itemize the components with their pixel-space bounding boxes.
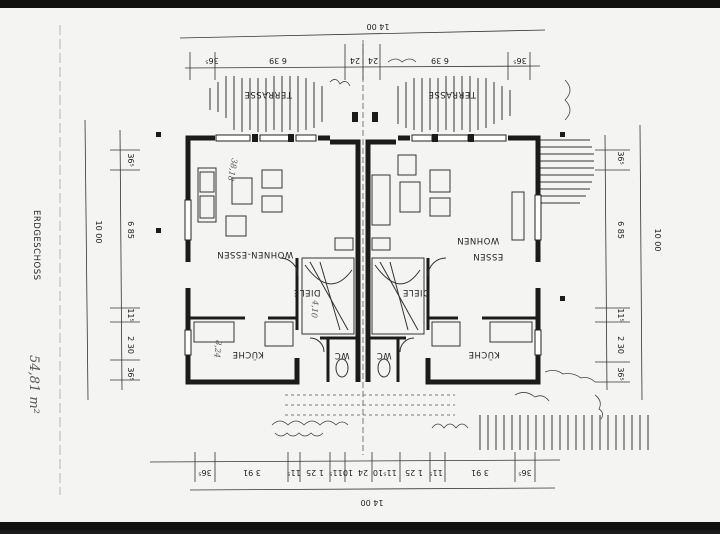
dim-bottom-125: 1 25 bbox=[306, 468, 324, 477]
dim-top-total: 14 00 bbox=[367, 22, 390, 31]
dim-bottom-24: 24 bbox=[358, 468, 368, 477]
dim-left-365: 36⁵ bbox=[126, 153, 135, 166]
dim-bottom-10a: 10 bbox=[343, 468, 353, 477]
label-living-right-2: WOHNEN bbox=[457, 235, 500, 245]
floor-label: ERDGESCHOSS bbox=[31, 210, 41, 280]
area-note: 54,81 m² bbox=[26, 355, 41, 414]
dim-bottom-10b: 10 bbox=[373, 468, 383, 477]
dim-left-685: 6 85 bbox=[126, 221, 135, 239]
label-kitchen-left: KÜCHE bbox=[232, 349, 264, 360]
dim-top-24: 24 bbox=[350, 56, 360, 65]
dim-bottom-115a: 11⁵ bbox=[287, 468, 300, 477]
dim-bottom-36-left: 36⁵ bbox=[198, 468, 211, 477]
note-area-hall: 4,10 bbox=[309, 299, 320, 319]
dim-top-36-left: 36⁵ bbox=[205, 56, 218, 65]
dim-left-total: 10 00 bbox=[94, 221, 103, 244]
terrace-hatching bbox=[209, 76, 511, 132]
dim-bottom-115c: 11⁵ bbox=[383, 468, 396, 477]
dim-left-365b: 36⁵ bbox=[126, 367, 135, 380]
exterior-walls bbox=[185, 135, 541, 385]
bottom-dark-edge bbox=[0, 522, 720, 530]
label-living-left: WOHNEN-ESSEN bbox=[217, 249, 294, 259]
label-terrace-right: TERRASSE bbox=[428, 89, 477, 99]
label-wc-left: WC bbox=[334, 350, 349, 360]
dim-bottom-115b: 11⁵ bbox=[329, 468, 342, 477]
dim-top-24b: 24 bbox=[368, 56, 378, 65]
dim-top-639-left: 6 39 bbox=[269, 56, 287, 65]
interior-walls bbox=[188, 258, 538, 382]
handwritten-notes: 38,18 8,24 4,10 bbox=[212, 158, 320, 359]
dim-bottom-36-right: 36⁵ bbox=[518, 468, 531, 477]
windows bbox=[184, 134, 542, 356]
dim-left-115: 11⁵ bbox=[126, 308, 135, 321]
note-area-living: 38,18 bbox=[226, 158, 239, 182]
dim-bottom-391-right: 3 91 bbox=[471, 468, 489, 477]
dimension-labels: 14 00 36⁵ 6 39 24 24 6 39 36⁵ 36⁵ 3 91 1… bbox=[94, 22, 662, 507]
dim-right-365: 36⁵ bbox=[616, 151, 625, 164]
label-kitchen-right: KÜCHE bbox=[468, 349, 500, 360]
dim-right-total: 10 00 bbox=[653, 229, 662, 252]
dim-left-230: 2 30 bbox=[126, 336, 135, 354]
dim-top-639-right: 6 39 bbox=[431, 56, 449, 65]
dim-top-36-right: 36⁵ bbox=[513, 56, 526, 65]
dim-right-115: 11⁵ bbox=[616, 308, 625, 321]
note-area-kitchen: 8,24 bbox=[212, 340, 223, 359]
pillars bbox=[156, 112, 565, 301]
dim-right-230: 2 30 bbox=[616, 336, 625, 354]
dim-bottom-391-left: 3 91 bbox=[243, 468, 261, 477]
furniture bbox=[193, 154, 533, 378]
entrance-hatching bbox=[479, 415, 649, 450]
dim-bottom-115d: 11⁵ bbox=[429, 468, 442, 477]
dim-right-685: 6 85 bbox=[616, 221, 625, 239]
label-wc-right: WC bbox=[376, 350, 391, 360]
shrub-scribbles bbox=[271, 58, 603, 437]
dim-right-365b: 36⁵ bbox=[616, 367, 625, 380]
label-terrace-left: TERRASSE bbox=[244, 89, 293, 99]
side-steps bbox=[540, 139, 594, 204]
dim-bottom-total: 14 00 bbox=[361, 498, 384, 507]
label-living-right-1: ESSEN bbox=[473, 251, 503, 261]
label-hall-left: DIELE bbox=[293, 287, 320, 297]
stone-path bbox=[285, 394, 455, 416]
room-labels: TERRASSE TERRASSE WOHNEN-ESSEN ESSEN WOH… bbox=[217, 89, 503, 360]
dim-bottom-125b: 1 25 bbox=[405, 468, 423, 477]
dimension-lines bbox=[84, 29, 643, 491]
label-hall-right: DIELE bbox=[402, 287, 429, 297]
top-dark-edge bbox=[0, 0, 720, 8]
